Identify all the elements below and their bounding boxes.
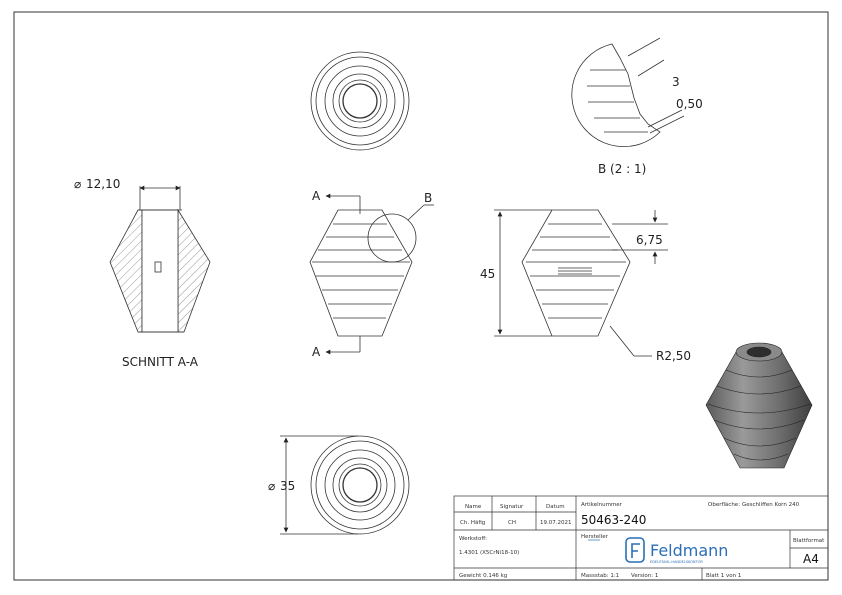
section-view xyxy=(109,185,211,333)
svg-text:Name: Name xyxy=(465,504,482,510)
svg-text:Oberfläche:: Oberfläche: xyxy=(708,502,740,508)
height-dim: 45 xyxy=(480,267,495,281)
detail-marker: B xyxy=(424,191,432,205)
svg-text:Ch. Häfig: Ch. Häfig xyxy=(460,520,485,526)
iso-view xyxy=(705,342,813,469)
svg-text:19.07.2021: 19.07.2021 xyxy=(540,520,572,526)
feldmann-logo: Feldmann EDELSTAHL-HANDELSKONTOR xyxy=(625,537,728,564)
svg-text:Version: 1: Version: 1 xyxy=(631,573,658,579)
front-view xyxy=(309,193,434,355)
svg-text:Gewicht 0.146 kg: Gewicht 0.146 kg xyxy=(459,573,507,579)
bottom-top-view xyxy=(280,435,410,535)
svg-text:EDELSTAHL-HANDELSKONTOR: EDELSTAHL-HANDELSKONTOR xyxy=(650,560,703,564)
svg-text:Feldmann: Feldmann xyxy=(650,541,728,560)
title-block xyxy=(453,495,829,581)
svg-text:Werkstoff:: Werkstoff: xyxy=(459,536,487,542)
title-block-text: Name Signatur Datum Ch. Häfig CH 19.07.2… xyxy=(459,502,825,579)
svg-text:Artikelnummer: Artikelnummer xyxy=(581,502,623,508)
radius-dim: R2,50 xyxy=(656,349,691,363)
step-dim: 6,75 xyxy=(636,233,663,247)
svg-text:CH: CH xyxy=(508,520,516,526)
svg-text:50463-240: 50463-240 xyxy=(581,513,646,527)
detail-step-dim: 3 xyxy=(672,75,680,89)
section-label: SCHNITT A-A xyxy=(122,355,199,369)
svg-text:Geschliffen Korn 240: Geschliffen Korn 240 xyxy=(742,502,800,508)
svg-text:Blatt 1 von 1: Blatt 1 von 1 xyxy=(706,573,741,579)
svg-text:Signatur: Signatur xyxy=(500,504,524,510)
detail-gap-dim: 0,50 xyxy=(676,97,703,111)
svg-text:Hersteller: Hersteller xyxy=(581,534,609,540)
side-view xyxy=(494,209,668,357)
detail-b-view xyxy=(571,37,685,148)
diameter-outer-dim: 35 xyxy=(280,479,295,493)
svg-text:Massstab: 1:1: Massstab: 1:1 xyxy=(581,573,619,579)
diameter-hole-dim: 12,10 xyxy=(86,177,120,191)
top-view xyxy=(310,51,410,151)
section-marker-bottom: A xyxy=(312,345,321,359)
diameter-hole-symbol: ⌀ xyxy=(74,177,81,191)
detail-b-label: B (2 : 1) xyxy=(598,162,646,176)
diameter-outer-symbol: ⌀ xyxy=(268,479,275,493)
svg-text:1.4301 (X5CrNi18-10): 1.4301 (X5CrNi18-10) xyxy=(459,550,519,556)
section-marker-top: A xyxy=(312,189,321,203)
svg-text:A4: A4 xyxy=(803,552,819,566)
svg-text:Blattformat: Blattformat xyxy=(793,538,825,544)
sheet-border xyxy=(13,11,829,581)
svg-text:Datum: Datum xyxy=(546,504,565,510)
